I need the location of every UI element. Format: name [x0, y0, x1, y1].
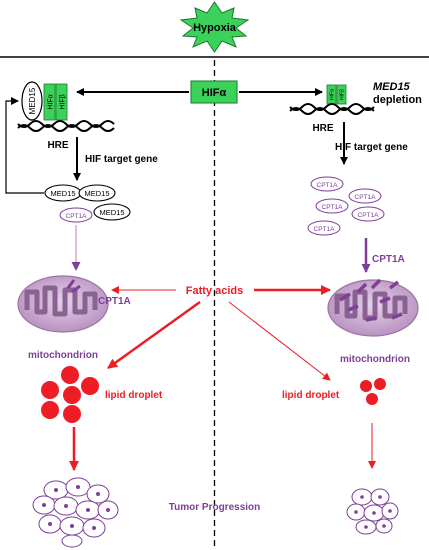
hypoxia-star-icon [179, 1, 250, 53]
hif-alpha-subunit [43, 83, 56, 121]
left-cpt1a-marks [66, 279, 81, 294]
hif-beta-subunit-label: HIFβ [60, 94, 67, 109]
right-hre-complex: HIFα HIFβ HRE [289, 84, 375, 134]
fatty-acids-label: Fatty acids [186, 285, 243, 297]
left-hre-label: HRE [47, 140, 68, 151]
hif-alpha-label: HIFα [202, 87, 227, 99]
left-lipid-droplets [41, 366, 99, 423]
arrow-fa-to-left-lipid [107, 300, 201, 370]
left-cpt1a-protein: CPT1A [59, 207, 93, 223]
right-cpt1a-proteins: CPT1A CPT1A CPT1A CPT1A CPT1A [307, 176, 385, 236]
right-mitochondrion [328, 280, 418, 336]
right-dna-helix-icon [289, 103, 375, 115]
left-cpt1a-protein-label: CPT1A [66, 213, 88, 220]
left-mitochondrion [18, 276, 108, 332]
right-tumor-small-icon [346, 488, 399, 535]
right-lipid-droplets [360, 378, 386, 405]
med15-proteins: MED15 MED15 MED15 [44, 184, 131, 221]
right-hif-beta-label: HIFβ [340, 89, 346, 100]
right-target-gene-label: HIF target gene [335, 142, 408, 153]
hif-alpha-box: HIFα [190, 80, 238, 104]
arrow-fa-to-right-lipid [228, 301, 331, 381]
right-hif-alpha-label: HIFα [330, 89, 336, 100]
right-cpt1a-protein-label: CPT1A [317, 182, 339, 189]
right-mito-cpt1a-label: CPT1A [372, 254, 405, 265]
right-cpt1a-marks [339, 278, 403, 322]
left-target-gene-label: HIF target gene [85, 154, 158, 165]
med15-protein-label: MED15 [99, 208, 124, 217]
right-cpt1a-protein-label: CPT1A [358, 212, 380, 219]
tumor-progression-label: Tumor Progression [169, 502, 261, 513]
right-hif-beta-subunit [336, 84, 347, 105]
left-hre-complex: MED15 HIFα HIFβ HRE [17, 81, 115, 151]
right-cpt1a-protein-label: CPT1A [314, 226, 336, 233]
med15-protein-label: MED15 [50, 189, 75, 198]
right-cpt1a-protein-label: CPT1A [355, 194, 377, 201]
hif-alpha-subunit-label: HIFα [48, 94, 55, 109]
left-mito-cpt1a-label: CPT1A [98, 296, 131, 307]
depletion-label: depletion [373, 94, 422, 106]
med15-bound-label: MED15 [28, 87, 37, 114]
hypoxia-label: Hypoxia [193, 22, 237, 34]
med15-bound-oval [21, 81, 43, 121]
right-hre-label: HRE [312, 123, 333, 134]
left-tumor-large-icon [32, 477, 119, 548]
right-lipid-droplet-label: lipid droplet [282, 390, 340, 401]
med15-protein-label: MED15 [84, 189, 109, 198]
med15-feedback-arrow [5, 97, 44, 194]
right-mitochondrion-label: mitochondrion [340, 354, 410, 365]
left-mitochondrion-label: mitochondrion [28, 350, 98, 361]
hypoxia-burst: Hypoxia [179, 1, 250, 53]
dna-helix-icon [17, 120, 115, 132]
left-lipid-droplet-label: lipid droplet [105, 390, 163, 401]
hif-beta-subunit [55, 83, 68, 121]
med15-depletion-title: MED15 [373, 81, 411, 93]
right-cpt1a-protein-label: CPT1A [322, 204, 344, 211]
